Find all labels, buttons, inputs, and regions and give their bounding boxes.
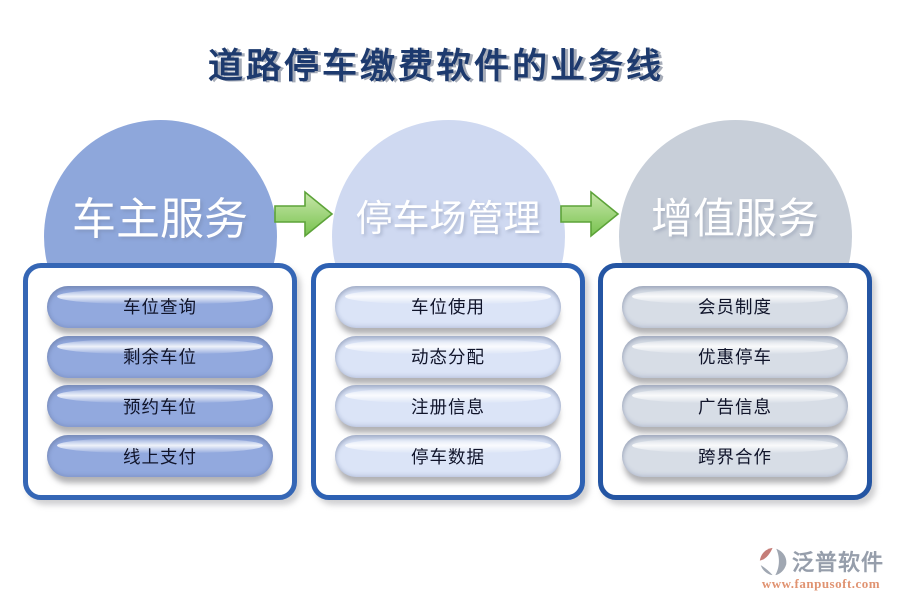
owner-services-panel: 车位查询 剩余车位 预约车位 线上支付 — [23, 263, 297, 500]
pill-label: 动态分配 — [411, 347, 485, 368]
pill-label: 注册信息 — [411, 396, 485, 417]
pill-label: 线上支付 — [123, 446, 197, 467]
list-item: 会员制度 — [622, 285, 848, 328]
parking-management-label: 停车场管理 — [355, 199, 541, 240]
parking-management-panel: 车位使用 动态分配 注册信息 停车数据 — [311, 263, 585, 500]
pill-label: 跨界合作 — [698, 446, 772, 467]
column-owner-services: 车主服务 车位查询 剩余车位 预约车位 线上支付 — [23, 120, 297, 502]
list-item: 停车数据 — [335, 435, 561, 478]
fanpu-logo-icon — [759, 547, 787, 575]
vendor-name: 泛普软件 — [791, 550, 884, 575]
pill-label: 车位查询 — [123, 297, 197, 318]
list-item: 线上支付 — [47, 435, 273, 478]
list-item: 动态分配 — [335, 335, 561, 378]
pill-label: 会员制度 — [698, 297, 772, 318]
list-item: 优惠停车 — [622, 335, 848, 378]
column-value-added-services: 增值服务 会员制度 优惠停车 广告信息 跨界合作 — [598, 120, 872, 502]
right-arrow-icon — [560, 190, 620, 238]
pill-label: 优惠停车 — [698, 347, 772, 368]
pill-label: 预约车位 — [123, 396, 197, 417]
vendor-watermark: 泛普软件 www.fanpusoft.com — [758, 545, 884, 592]
vendor-url: www.fanpusoft.com — [761, 576, 881, 591]
column-parking-lot-management: 停车场管理 车位使用 动态分配 注册信息 停车数据 — [311, 120, 585, 502]
pill-label: 停车数据 — [411, 446, 485, 467]
list-item: 广告信息 — [622, 385, 848, 428]
pill-label: 广告信息 — [698, 396, 772, 417]
value-added-panel: 会员制度 优惠停车 广告信息 跨界合作 — [598, 263, 872, 500]
pill-label: 车位使用 — [411, 297, 485, 318]
pill-label: 剩余车位 — [123, 347, 197, 368]
list-item: 车位使用 — [335, 285, 561, 328]
owner-services-label: 车主服务 — [72, 195, 248, 244]
list-item: 跨界合作 — [622, 435, 848, 478]
list-item: 预约车位 — [47, 385, 273, 428]
list-item: 注册信息 — [335, 385, 561, 428]
value-added-label: 增值服务 — [650, 196, 819, 243]
list-item: 车位查询 — [47, 285, 273, 328]
page-title: 道路停车缴费软件的业务线 — [207, 47, 664, 86]
list-item: 剩余车位 — [47, 335, 273, 378]
right-arrow-icon — [274, 190, 334, 238]
